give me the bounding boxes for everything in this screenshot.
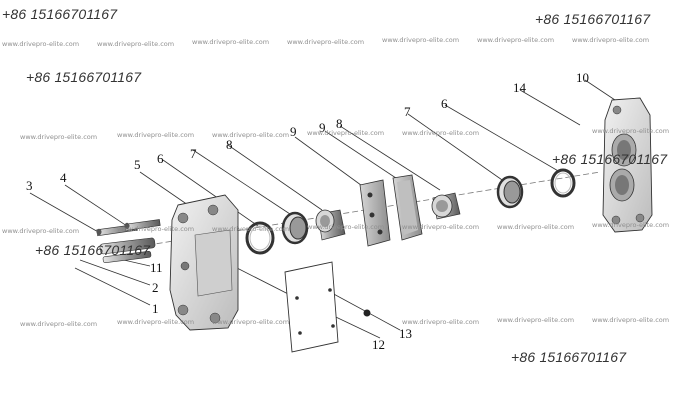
seal-ring-6-left xyxy=(245,221,275,255)
site-watermark: www.drivepro-elite.com xyxy=(572,36,650,44)
site-watermark: www.drivepro-elite.com xyxy=(117,318,195,326)
phone-watermark-4: +86 15166701167 xyxy=(552,151,668,167)
shim-plate-12 xyxy=(284,261,339,353)
phone-watermark-3: +86 15166701167 xyxy=(26,69,142,85)
caliper-body-5 xyxy=(169,194,239,331)
callout-4: 4 xyxy=(60,170,67,185)
seal-ring-14-right xyxy=(550,168,576,198)
callout-7b: 7 xyxy=(404,104,411,119)
site-watermark: www.drivepro-elite.com xyxy=(402,223,480,231)
site-watermark: www.drivepro-elite.com xyxy=(477,36,555,44)
site-watermark: www.drivepro-elite.com xyxy=(497,316,575,324)
phone-watermark-2: +86 15166701167 xyxy=(535,11,651,27)
site-watermark: www.drivepro-elite.com xyxy=(382,36,460,44)
callout-10: 10 xyxy=(576,70,589,85)
callout-11: 11 xyxy=(150,260,163,275)
callout-8: 8 xyxy=(226,137,233,152)
site-watermark: www.drivepro-elite.com xyxy=(592,221,670,229)
callout-13: 13 xyxy=(399,326,412,341)
brake-pad-9-left xyxy=(359,179,391,247)
guide-pin-4 xyxy=(124,219,161,231)
callout-7: 7 xyxy=(190,146,197,161)
site-watermark: www.drivepro-elite.com xyxy=(2,40,80,48)
phone-watermark-6: +86 15166701167 xyxy=(511,349,627,365)
callout-8b: 8 xyxy=(336,116,343,131)
site-watermark: www.drivepro-elite.com xyxy=(497,223,575,231)
callout-6b: 6 xyxy=(441,96,448,111)
site-watermark: www.drivepro-elite.com xyxy=(20,320,98,328)
site-watermark: www.drivepro-elite.com xyxy=(402,129,480,137)
callout-14: 14 xyxy=(513,80,526,95)
site-watermark: www.drivepro-elite.com xyxy=(592,316,670,324)
site-watermark: www.drivepro-elite.com xyxy=(592,127,670,135)
site-watermark: www.drivepro-elite.com xyxy=(97,40,175,48)
dust-boot-6-right xyxy=(496,175,524,209)
callout-12: 12 xyxy=(372,337,385,352)
callout-2: 2 xyxy=(152,280,159,295)
site-watermark: www.drivepro-elite.com xyxy=(192,38,270,46)
callout-9: 9 xyxy=(290,124,297,139)
piston-7-right xyxy=(431,192,461,220)
phone-watermark-1: +86 15166701167 xyxy=(2,6,118,22)
callout-6: 6 xyxy=(157,151,164,166)
site-watermark: www.drivepro-elite.com xyxy=(212,225,290,233)
piston-8-left xyxy=(315,209,346,241)
site-watermark: www.drivepro-elite.com xyxy=(2,227,80,235)
bolt-13 xyxy=(363,309,371,317)
site-watermark: www.drivepro-elite.com xyxy=(212,318,290,326)
pin-2 xyxy=(102,251,152,263)
callout-5: 5 xyxy=(134,157,141,172)
site-watermark: www.drivepro-elite.com xyxy=(117,225,195,233)
site-watermark: www.drivepro-elite.com xyxy=(117,131,195,139)
site-watermark: www.drivepro-elite.com xyxy=(20,133,98,141)
site-watermark: www.drivepro-elite.com xyxy=(287,38,365,46)
dust-boot-7-left xyxy=(281,211,309,245)
callout-9b: 9 xyxy=(319,120,326,135)
brake-pad-8-right xyxy=(392,174,423,241)
site-watermark: www.drivepro-elite.com xyxy=(307,129,385,137)
site-watermark: www.drivepro-elite.com xyxy=(212,131,290,139)
callout-3: 3 xyxy=(26,178,33,193)
caliper-half-10 xyxy=(602,97,653,233)
callout-1: 1 xyxy=(152,301,159,316)
site-watermark: www.drivepro-elite.com xyxy=(307,223,385,231)
phone-watermark-5: +86 15166701167 xyxy=(35,242,151,258)
pin-sleeve-11 xyxy=(99,237,156,255)
site-watermark: www.drivepro-elite.com xyxy=(402,318,480,326)
